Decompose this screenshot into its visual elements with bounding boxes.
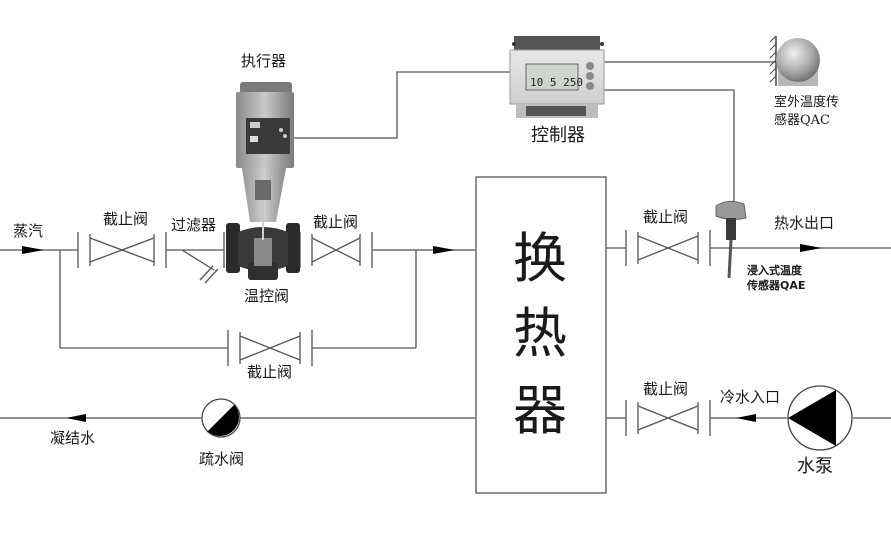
bypass-valve-label: 截止阀 — [247, 363, 293, 381]
wire-controller-immersion-sensor — [600, 89, 735, 205]
stop-valve-label: 截止阀 — [313, 213, 359, 231]
strainer-icon — [181, 232, 225, 284]
stop-valve-steam-inlet-icon[interactable] — [77, 232, 167, 268]
controller-icon[interactable] — [509, 36, 605, 118]
hot-water-outlet-label: 热水出口 — [774, 214, 835, 232]
outdoor-sensor-label-2: 感器QAC — [774, 113, 830, 128]
cold-water-stop-valve-label: 截止阀 — [643, 380, 689, 398]
hot-water-stop-valve-label: 截止阀 — [643, 208, 689, 226]
steam-trap-label: 疏水阀 — [199, 450, 245, 468]
flow-arrow-icon — [736, 414, 756, 422]
flow-arrow-icon — [433, 246, 455, 254]
filter-label: 过滤器 — [171, 216, 217, 234]
actuator-label: 执行器 — [241, 52, 287, 70]
heat-exchanger-label-2: 热 — [513, 302, 567, 365]
pump-icon[interactable] — [787, 385, 853, 451]
control-valve-label: 温控阀 — [244, 287, 290, 305]
stop-valve-hot-water-icon[interactable] — [625, 230, 711, 266]
controller-label: 控制器 — [531, 125, 585, 146]
heat-exchanger-label-1: 换 — [513, 227, 567, 290]
control-valve-icon[interactable] — [226, 168, 300, 280]
immersion-sensor-label-2: 传感器QAE — [747, 279, 806, 292]
pump-label: 水泵 — [797, 456, 833, 477]
flow-arrow-icon — [800, 244, 822, 252]
immersion-sensor-label-1: 浸入式温度 — [747, 264, 802, 277]
flow-arrow-icon — [66, 414, 86, 422]
valves — [77, 230, 711, 436]
condensate-label: 凝结水 — [50, 429, 96, 447]
flow-arrows — [22, 244, 822, 422]
actuator-icon[interactable] — [236, 82, 294, 168]
stop-valve-bypass-icon[interactable] — [227, 330, 313, 366]
steam-label: 蒸汽 — [13, 222, 44, 240]
cold-water-inlet-label: 冷水入口 — [720, 388, 781, 406]
outdoor-sensor-label-1: 室外温度传 — [774, 95, 840, 110]
controller-display: 10 5 250 — [530, 76, 583, 89]
heat-exchanger-box — [475, 176, 607, 494]
stop-valve-label: 截止阀 — [103, 210, 149, 228]
wire-actuator-controller — [290, 71, 510, 139]
heat-exchanger-label-3: 器 — [513, 379, 567, 442]
immersion-temperature-sensor-icon[interactable] — [715, 200, 747, 279]
steam-trap-icon[interactable] — [201, 398, 241, 438]
stop-valve-cold-water-icon[interactable] — [625, 400, 711, 436]
flow-arrow-icon — [22, 246, 44, 254]
pipes — [0, 61, 891, 419]
stop-valve-after-control-icon[interactable] — [299, 232, 373, 268]
outdoor-temperature-sensor-icon[interactable] — [769, 35, 820, 86]
